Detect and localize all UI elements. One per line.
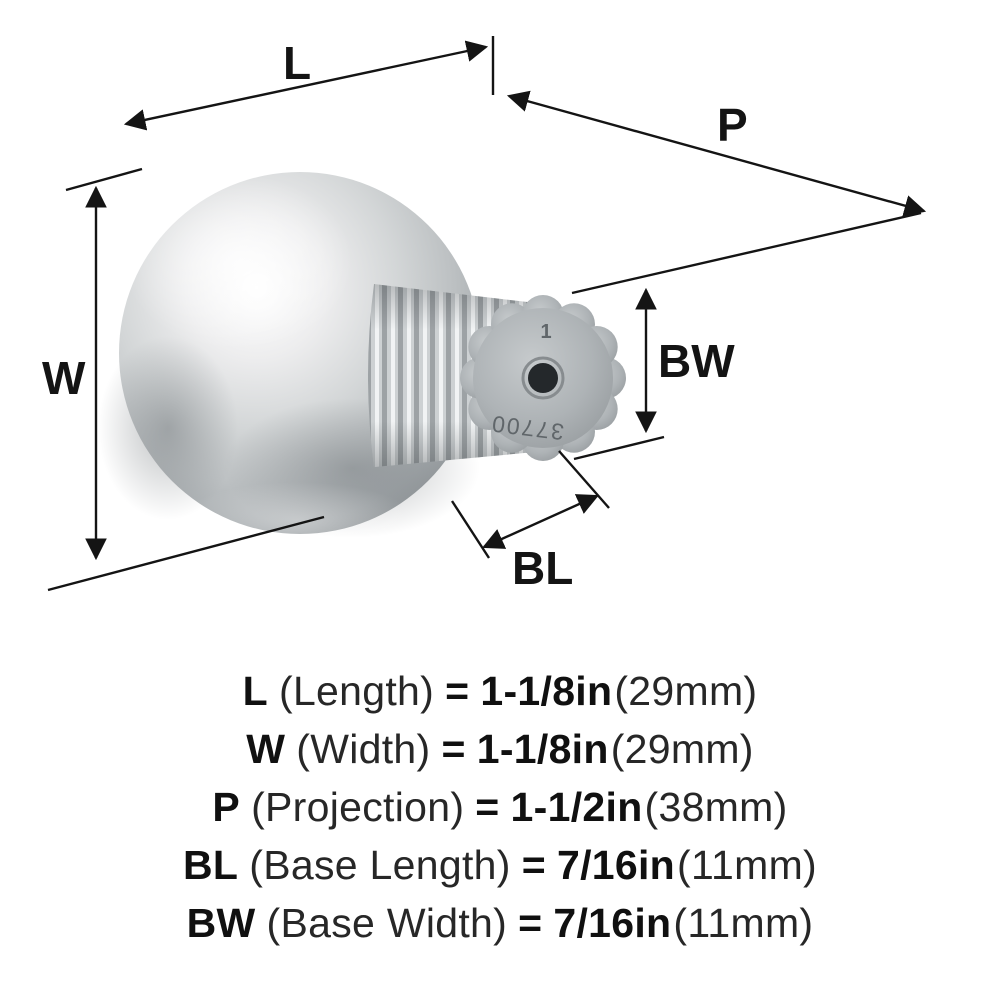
- label-width: W: [42, 352, 86, 404]
- spec-name: (Width): [296, 726, 431, 772]
- spec-metric: (29mm): [610, 726, 754, 772]
- spec-name: (Base Width): [266, 900, 508, 946]
- spec-row-projection: P (Projection) = 1-1/2in (38mm): [212, 784, 787, 842]
- spec-row-width: W (Width) = 1-1/8in (29mm): [246, 726, 754, 784]
- spec-value: 1-1/2in: [510, 784, 643, 830]
- spec-code: BL: [183, 842, 239, 888]
- label-base-width: BW: [658, 335, 735, 387]
- ext-line-p-lower: [571, 211, 922, 295]
- ext-line-bl-right: [558, 450, 610, 509]
- ball-highlight: [123, 174, 353, 350]
- spec-equals: =: [518, 900, 543, 946]
- ext-line-bw-bottom: [573, 435, 665, 461]
- ext-line-w-top: [65, 167, 143, 192]
- spec-equals: =: [445, 668, 470, 714]
- spec-equals: =: [441, 726, 466, 772]
- dim-line-base-length: [482, 494, 599, 549]
- label-projection: P: [717, 99, 748, 151]
- label-length: L: [283, 37, 311, 89]
- spec-row-base-length: BL (Base Length) = 7/16in (11mm): [183, 842, 817, 900]
- spec-equals: =: [521, 842, 546, 888]
- spec-metric: (38mm): [644, 784, 788, 830]
- dim-line-projection: [506, 90, 927, 217]
- spec-value: 1-1/8in: [476, 726, 609, 772]
- spec-row-length: L (Length) = 1-1/8in (29mm): [243, 668, 758, 726]
- spec-code: W: [246, 726, 286, 772]
- spec-code: P: [212, 784, 241, 830]
- ext-line-w-bottom: [47, 515, 325, 592]
- spec-value: 1-1/8in: [480, 668, 613, 714]
- spec-row-base-width: BW (Base Width) = 7/16in (11mm): [187, 900, 814, 958]
- knob-diagram: 1 37700 L P W BW BL: [42, 36, 927, 594]
- spec-value: 7/16in: [553, 900, 672, 946]
- spec-metric: (11mm): [677, 842, 817, 888]
- dimension-lines: [47, 36, 927, 592]
- spec-code: BW: [186, 900, 256, 946]
- screw-hole: [528, 363, 558, 393]
- knob-ball: [98, 172, 481, 558]
- ball-shadow-left: [98, 336, 238, 520]
- ext-line-bl-left: [450, 500, 491, 559]
- knob-base: 1 37700: [368, 284, 626, 467]
- spec-value: 7/16in: [556, 842, 676, 888]
- spec-equals: =: [475, 784, 500, 830]
- spec-name: (Projection): [251, 784, 465, 830]
- spec-name: (Length): [278, 668, 435, 714]
- spec-list: L (Length) = 1-1/8in (29mm) W (Width) = …: [0, 668, 1000, 958]
- hole-rim: [521, 356, 565, 400]
- spec-name: (Base Length): [249, 842, 511, 888]
- base-face: 1 37700: [460, 295, 626, 461]
- engraving-1: 1: [540, 321, 551, 343]
- label-base-length: BL: [512, 542, 573, 594]
- spec-metric: (11mm): [673, 900, 814, 946]
- spec-code: L: [242, 668, 268, 714]
- dim-line-length: [123, 40, 489, 131]
- spec-metric: (29mm): [614, 668, 758, 714]
